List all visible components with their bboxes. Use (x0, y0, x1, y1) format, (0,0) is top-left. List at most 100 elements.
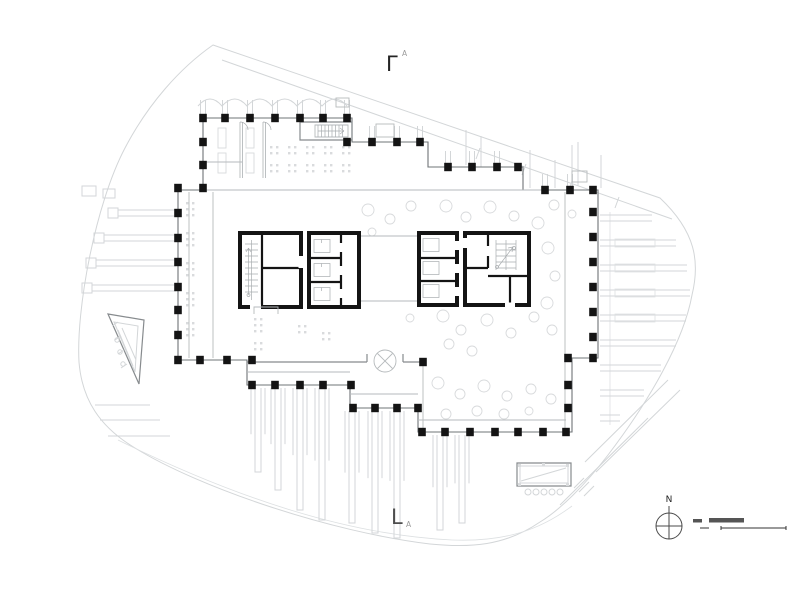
paving-channels (81, 100, 690, 539)
workstation-dot (294, 152, 297, 155)
table-circle (548, 199, 560, 211)
table-rect (217, 152, 227, 174)
column (466, 427, 474, 437)
column (444, 162, 452, 172)
column (347, 380, 355, 390)
column (296, 113, 304, 123)
parking-ramp-triangle (107, 313, 145, 385)
workstation-dot (312, 146, 315, 149)
column-grid (174, 113, 597, 437)
table-circle (549, 270, 561, 282)
workstation-dot (254, 348, 257, 351)
column (514, 162, 522, 172)
column (199, 183, 207, 193)
core-right-elevators (417, 231, 460, 307)
workstation-dot (186, 214, 189, 217)
workstation-dot (186, 238, 189, 241)
section-marker-top-letter: A (402, 49, 408, 58)
column (174, 355, 182, 365)
workstation-dot (298, 331, 301, 334)
column (174, 208, 182, 218)
workstation-dot (294, 146, 297, 149)
column (196, 355, 204, 365)
workstation-dot (348, 164, 351, 167)
workstation-dot (260, 330, 263, 333)
workstation-dot (348, 146, 351, 149)
workstation-dot (330, 146, 333, 149)
column (589, 282, 597, 292)
workstation-dot (254, 324, 257, 327)
top-stair-box (299, 121, 353, 141)
table-circle (505, 327, 517, 339)
table-circle (528, 311, 540, 323)
section-marker-bottom-symbol: L (391, 505, 403, 529)
workstation-dot (330, 170, 333, 173)
column (416, 137, 424, 147)
table-circle (508, 210, 520, 222)
workstation-dot (312, 164, 315, 167)
workstation-dot (288, 164, 291, 167)
table-circle (431, 376, 445, 390)
table-circle (501, 390, 513, 402)
column (371, 403, 379, 413)
workstation-dot (276, 152, 279, 155)
workstation-dot (192, 262, 195, 265)
column (589, 207, 597, 217)
workstation-dot (192, 334, 195, 337)
workstation-dot (288, 170, 291, 173)
workstation-dot (260, 348, 263, 351)
column (319, 380, 327, 390)
column (174, 305, 182, 315)
workstation-dot (186, 244, 189, 247)
interior-light-walls (188, 122, 566, 430)
workstation-dot (260, 342, 263, 345)
column (564, 380, 572, 390)
workstation-dot (330, 152, 333, 155)
column (319, 113, 327, 123)
column (349, 403, 357, 413)
table-circle (443, 338, 455, 350)
column (199, 137, 207, 147)
workstation-dot (306, 152, 309, 155)
workstation-dot (186, 232, 189, 235)
workstation-dot (322, 332, 325, 335)
workstation-dot (306, 146, 309, 149)
workstation-dot (186, 298, 189, 301)
table-circle (477, 379, 491, 393)
column (271, 113, 279, 123)
column (418, 427, 426, 437)
workstation-dot (260, 318, 263, 321)
table-rect (245, 152, 255, 174)
column (589, 232, 597, 242)
workstation-dot (192, 232, 195, 235)
site-kiosk (81, 185, 97, 197)
workstation-dot (186, 304, 189, 307)
column (539, 427, 547, 437)
column (541, 185, 549, 195)
column (199, 160, 207, 170)
table-circle (525, 383, 537, 395)
table-circle (541, 241, 555, 255)
table-circle (498, 408, 510, 420)
column (248, 380, 256, 390)
workstation-dot (324, 164, 327, 167)
column (221, 113, 229, 123)
workstation-dot (342, 164, 345, 167)
workstation-dot (324, 146, 327, 149)
table-circle (361, 203, 375, 217)
workstation-dot (330, 164, 333, 167)
workstation-dot (192, 208, 195, 211)
workstation-dot (254, 330, 257, 333)
terrace-steps (95, 404, 170, 437)
workstation-dot (342, 146, 345, 149)
column (174, 330, 182, 340)
column (393, 403, 401, 413)
workstation-dot (312, 170, 315, 173)
workstation-dot (342, 152, 345, 155)
workstation-dot (342, 170, 345, 173)
workstation-dot (192, 274, 195, 277)
workstation-dot (322, 338, 325, 341)
revolving-door (373, 349, 397, 373)
workstation-dot (192, 268, 195, 271)
workstation-dot (270, 146, 273, 149)
